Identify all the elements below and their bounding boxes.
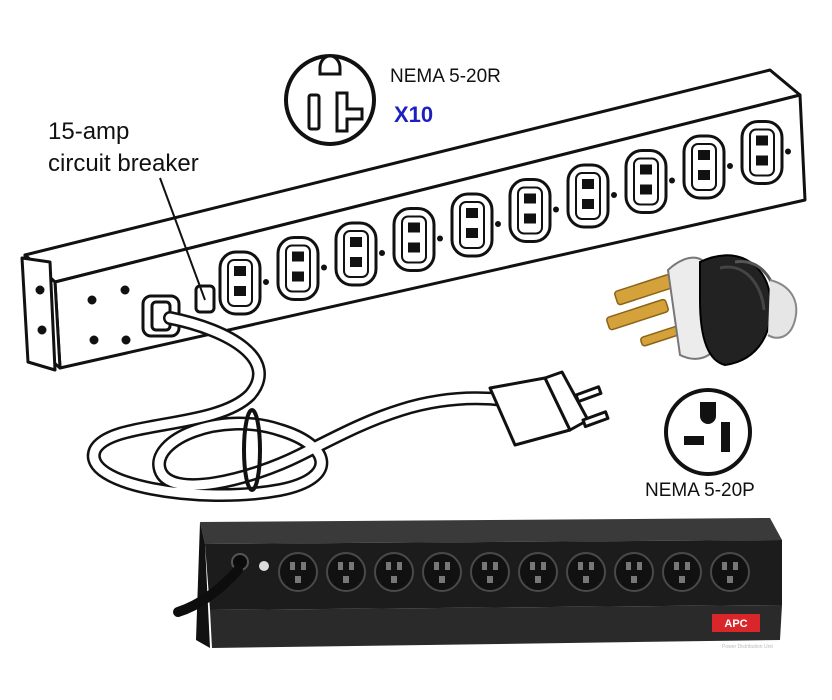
photo-outlet-row <box>278 552 750 592</box>
breaker-leader-line <box>159 177 206 301</box>
outlet <box>682 134 733 200</box>
photo-unit-face-text: Power Distribution Unit <box>722 644 773 650</box>
photo-outlet <box>566 552 606 592</box>
outlet <box>740 120 791 185</box>
cord-tie <box>242 408 262 492</box>
photo-outlet <box>326 552 366 592</box>
photo-outlet <box>374 552 414 592</box>
power-cord-inner <box>89 313 510 500</box>
breaker-label-line1: 15-amp <box>48 118 130 145</box>
nema-5-20r-label: NEMA 5-20R <box>390 66 501 87</box>
apc-logo <box>712 614 760 632</box>
photo-outlet <box>518 552 558 592</box>
line-art-plug <box>488 370 610 447</box>
outlet <box>450 192 501 258</box>
photo-outlet <box>614 552 654 592</box>
photo-outlet <box>662 552 702 592</box>
outlet <box>276 236 327 301</box>
photo-outlet <box>278 552 318 592</box>
outlet <box>624 149 675 214</box>
photo-outlet <box>710 552 750 592</box>
outlet <box>334 221 385 287</box>
photo-outlet <box>470 552 510 592</box>
photo-outlet <box>422 552 462 592</box>
outlet <box>508 178 559 243</box>
outlet <box>392 207 443 272</box>
breaker-label-line2: circuit breaker <box>48 150 199 177</box>
outlet <box>566 163 617 229</box>
plug-photo <box>606 254 798 367</box>
line-art-outlet-row <box>218 120 791 316</box>
nema-5-20p-icon <box>664 388 752 476</box>
outlet-quantity: X10 <box>394 102 434 127</box>
nema-5-20p-label: NEMA 5-20P <box>645 480 755 501</box>
outlet <box>218 250 269 316</box>
apc-logo-text: APC <box>724 618 747 630</box>
nema-5-20r-icon <box>284 54 376 146</box>
